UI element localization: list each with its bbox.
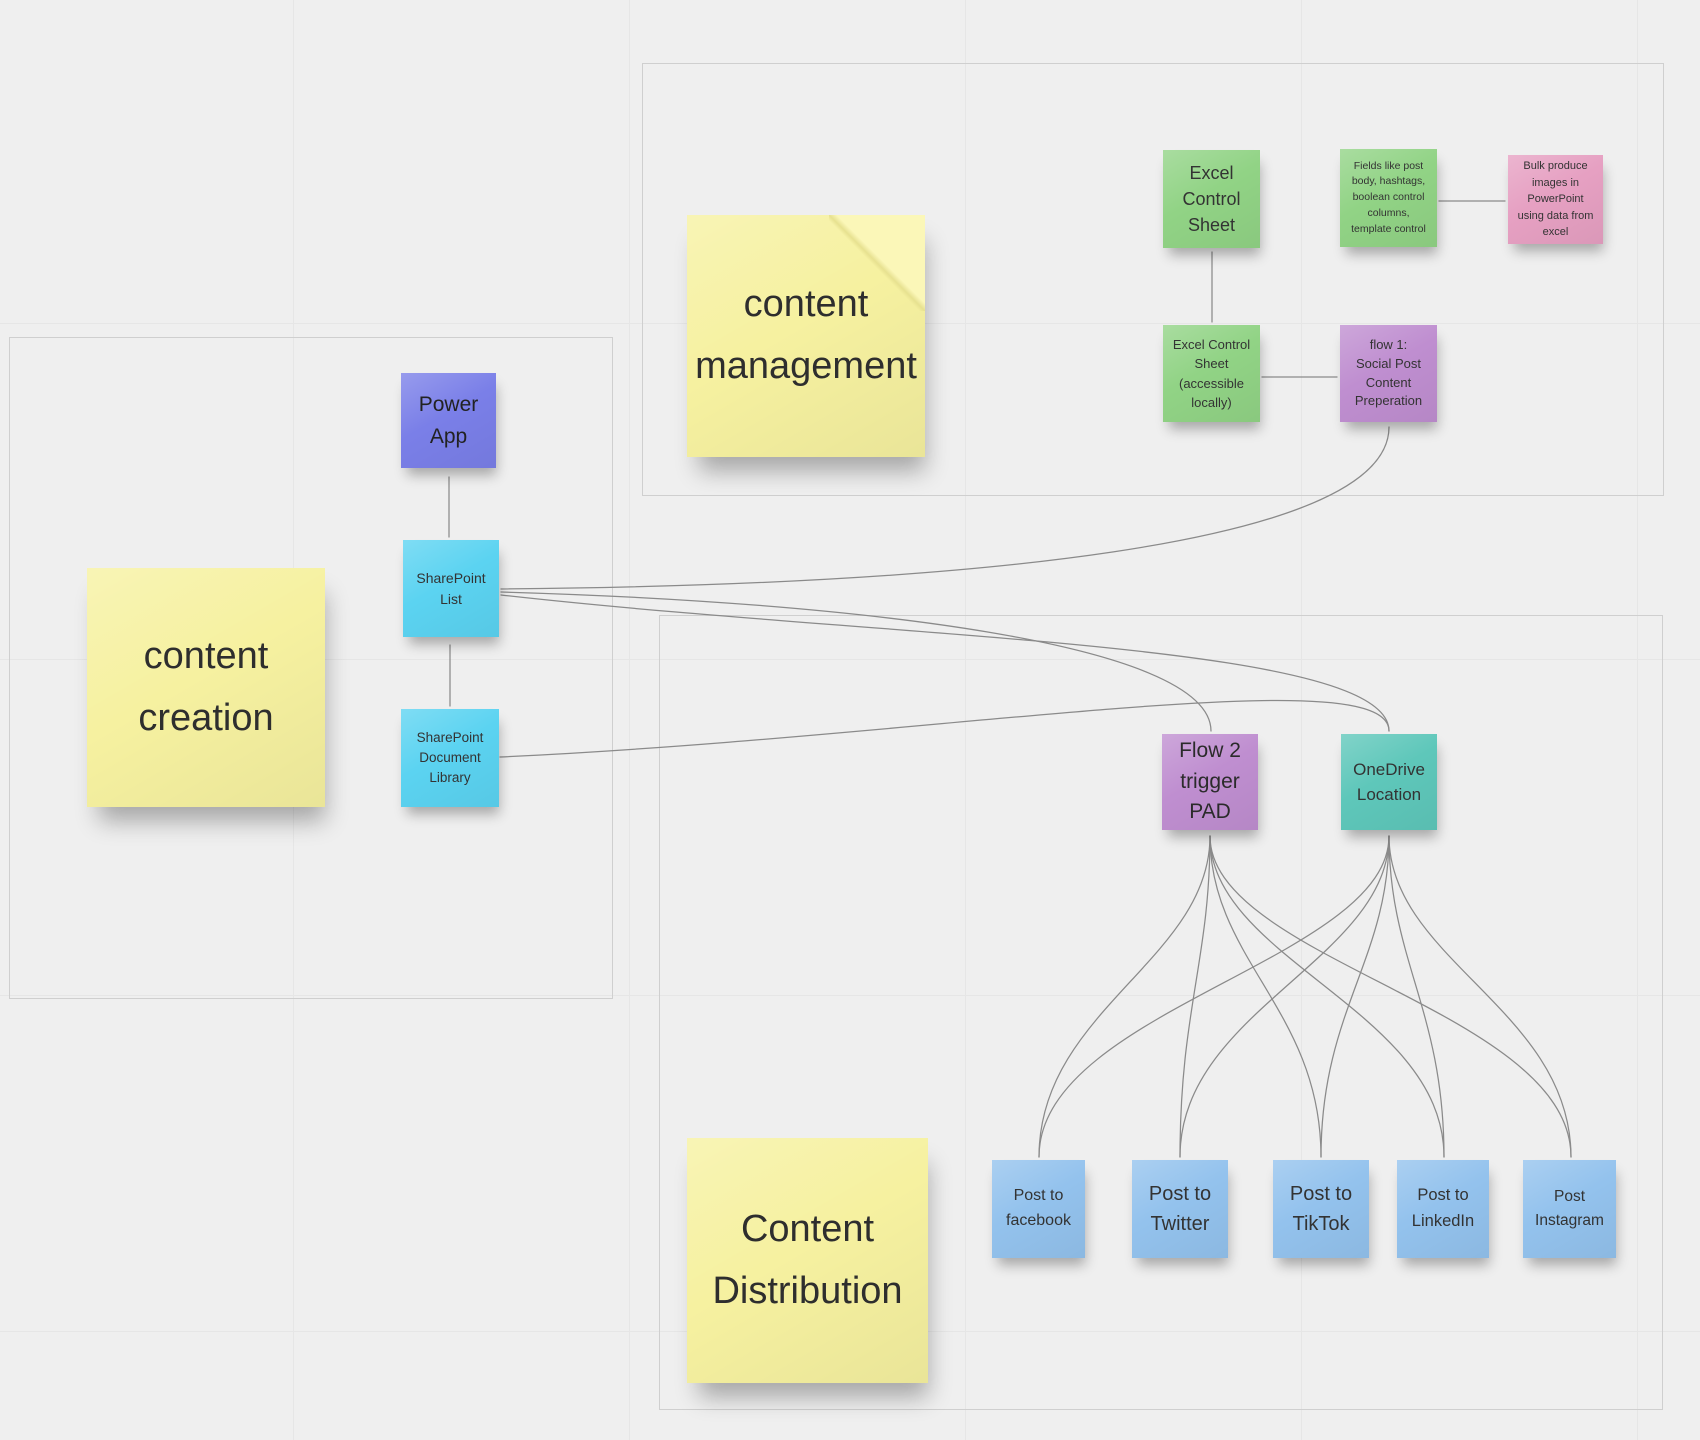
sticky-note-content-creation[interactable]: content creation	[87, 568, 325, 807]
sticky-note-post-linkedin[interactable]: Post to LinkedIn	[1397, 1160, 1489, 1258]
connector-flow2-to-instagram[interactable]	[1209, 835, 1572, 1158]
sticky-note-content-distribution[interactable]: Content Distribution	[687, 1138, 928, 1383]
sticky-note-label: SharePoint List	[416, 569, 486, 607]
sticky-note-label: flow 1: Social Post Content Preperation	[1354, 336, 1423, 409]
sticky-note-flow-2[interactable]: Flow 2 trigger PAD	[1162, 734, 1258, 830]
connector-flow2-to-linkedin[interactable]	[1209, 835, 1445, 1158]
sticky-note-post-twitter[interactable]: Post to Twitter	[1132, 1160, 1228, 1258]
sticky-note-label: Excel Control Sheet	[1182, 162, 1241, 236]
sticky-note-label: Fields like post body, hashtags, boolean…	[1351, 159, 1426, 235]
sticky-note-label: Post to LinkedIn	[1411, 1186, 1475, 1230]
sticky-note-label: Post to TikTok	[1289, 1183, 1353, 1235]
sticky-note-label: Post to Twitter	[1148, 1183, 1212, 1235]
sticky-note-sharepoint-list[interactable]: SharePoint List	[403, 540, 499, 637]
connector-onedrive-to-linkedin[interactable]	[1388, 835, 1445, 1158]
sticky-note-label: SharePoint Document Library	[416, 729, 484, 786]
sticky-note-content-management[interactable]: content management	[687, 215, 925, 457]
sticky-note-bulk-produce[interactable]: Bulk produce images in PowerPoint using …	[1508, 155, 1603, 244]
connector-onedrive-to-facebook[interactable]	[1038, 835, 1390, 1158]
sticky-note-post-tiktok[interactable]: Post to TikTok	[1273, 1160, 1369, 1258]
connector-onedrive-to-twitter[interactable]	[1179, 835, 1390, 1158]
sticky-note-label: content management	[695, 283, 917, 387]
sticky-note-sharepoint-document-library[interactable]: SharePoint Document Library	[401, 709, 499, 807]
sticky-note-label: Post to facebook	[1006, 1187, 1071, 1229]
sticky-note-post-facebook[interactable]: Post to facebook	[992, 1160, 1085, 1258]
frame-content-distribution[interactable]	[659, 615, 1663, 1410]
sticky-note-label: Excel Control Sheet (accessible locally)	[1172, 336, 1251, 411]
sticky-note-label: content creation	[138, 634, 274, 739]
sticky-note-onedrive-location[interactable]: OneDrive Location	[1341, 734, 1437, 830]
sticky-note-label: Post Instagram	[1535, 1187, 1604, 1229]
sticky-note-flow-1[interactable]: flow 1: Social Post Content Preperation	[1340, 325, 1437, 422]
sticky-note-excel-local[interactable]: Excel Control Sheet (accessible locally)	[1163, 325, 1260, 422]
sticky-note-label: Flow 2 trigger PAD	[1179, 739, 1241, 824]
sticky-note-fields[interactable]: Fields like post body, hashtags, boolean…	[1340, 149, 1437, 247]
connector-flow2-to-tiktok[interactable]	[1209, 835, 1322, 1158]
sticky-note-excel-control-sheet[interactable]: Excel Control Sheet	[1163, 150, 1260, 248]
connector-flow2-to-facebook[interactable]	[1038, 835, 1211, 1158]
sticky-note-label: OneDrive Location	[1353, 759, 1425, 805]
frame-content-management[interactable]	[642, 63, 1664, 496]
sticky-note-label: Content Distribution	[712, 1207, 903, 1312]
frame-content-creation[interactable]	[9, 337, 613, 999]
sticky-note-label: Power App	[418, 393, 479, 448]
connector-onedrive-to-instagram[interactable]	[1388, 835, 1572, 1158]
connector-splist-to-onedrive[interactable]	[500, 594, 1390, 732]
connector-splist-to-flow1[interactable]	[500, 426, 1390, 590]
connector-doclib-to-onedrive[interactable]	[499, 699, 1390, 758]
connector-flow2-to-twitter[interactable]	[1179, 835, 1211, 1158]
sticky-note-label: Bulk produce images in PowerPoint using …	[1517, 160, 1594, 239]
connector-onedrive-to-tiktok[interactable]	[1320, 835, 1390, 1158]
sticky-note-post-instagram[interactable]: Post Instagram	[1523, 1160, 1616, 1258]
sticky-note-power-app[interactable]: Power App	[401, 373, 496, 468]
connector-splist-to-flow2[interactable]	[500, 591, 1212, 732]
